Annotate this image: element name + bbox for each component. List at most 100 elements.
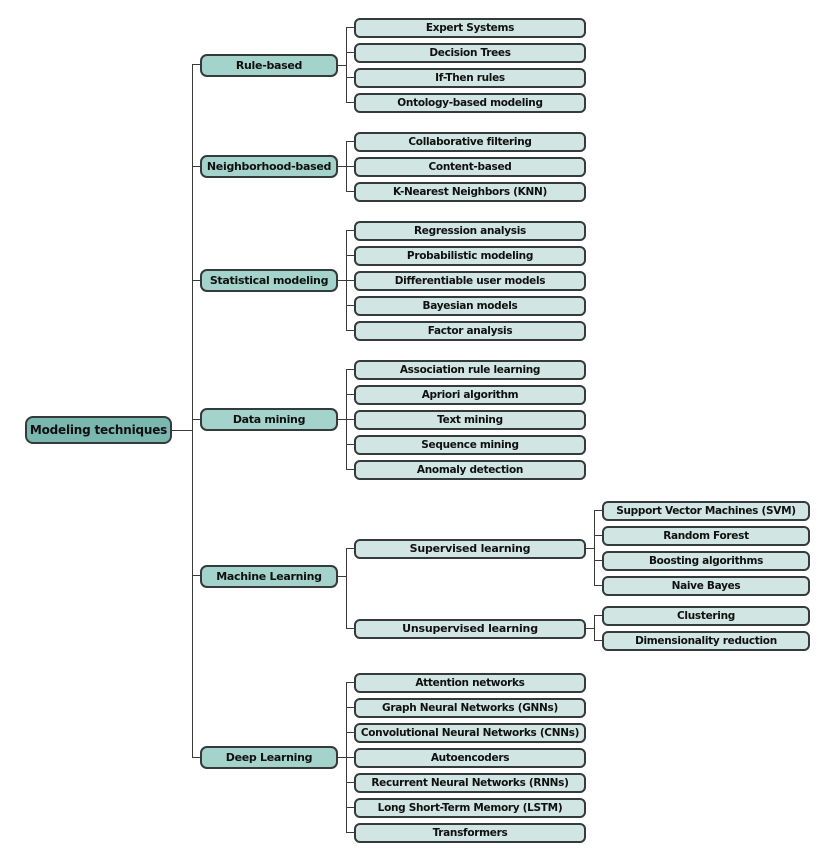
data-mining-children: Association rule learning Apriori algori… [346,357,586,482]
connector-stub [338,757,346,758]
node-clustering: Clustering [602,606,810,626]
branch-row-rule-based: Rule-based Expert Systems Decision Trees… [192,8,810,122]
leaf-row: Boosting algorithms [594,548,810,574]
connector-stub [338,166,346,167]
leaf-row: Bayesian models [346,293,586,318]
connector-stub [586,628,594,629]
node-if-then-rules: If-Then rules [354,67,586,88]
node-graph-neural-networks: Graph Neural Networks (GNNs) [354,697,586,718]
connector-stub [338,280,346,281]
node-rule-based: Rule-based [200,53,338,77]
leaf-row: Clustering [594,604,810,629]
branch-row-statistical-modeling: Statistical modeling Regression analysis… [192,211,810,350]
node-apriori-algorithm: Apriori algorithm [354,384,586,405]
node-ontology-based-modeling: Ontology-based modeling [354,92,586,113]
leaf-row: K-Nearest Neighbors (KNN) [346,179,586,204]
leaf-row: Differentiable user models [346,268,586,293]
node-deep-learning: Deep Learning [200,746,338,769]
leaf-row: Convolutional Neural Networks (CNNs) [346,720,586,745]
group-rule-based: Rule-based Expert Systems Decision Trees… [200,15,586,115]
node-dimensionality-reduction: Dimensionality reduction [602,631,810,651]
node-recurrent-neural-networks: Recurrent Neural Networks (RNNs) [354,772,586,793]
leaf-row: Anomaly detection [346,457,586,482]
leaf-row: Regression analysis [346,218,586,243]
leaf-row: Factor analysis [346,318,586,343]
root-children: Rule-based Expert Systems Decision Trees… [192,8,810,852]
node-transformers: Transformers [354,822,586,843]
group-data-mining: Data mining Association rule learning Ap… [200,357,586,482]
node-boosting-algorithms: Boosting algorithms [602,551,810,571]
subbranch-row-unsupervised-learning: Unsupervised learning Clustering Dimensi… [346,601,810,656]
branch-row-deep-learning: Deep Learning Attention networks Graph N… [192,663,810,852]
rule-based-children: Expert Systems Decision Trees If-Then ru… [346,15,586,115]
node-factor-analysis: Factor analysis [354,320,586,341]
leaf-row: Attention networks [346,670,586,695]
group-statistical-modeling: Statistical modeling Regression analysis… [200,218,586,343]
node-probabilistic-modeling: Probabilistic modeling [354,245,586,266]
node-convolutional-neural-networks: Convolutional Neural Networks (CNNs) [354,722,586,743]
unsupervised-learning-children: Clustering Dimensionality reduction [594,604,810,654]
connector-stub [338,419,346,420]
connector-stub [338,64,346,66]
node-expert-systems: Expert Systems [354,17,586,38]
leaf-row: Association rule learning [346,357,586,382]
node-sequence-mining: Sequence mining [354,434,586,455]
node-content-based: Content-based [354,156,586,177]
node-autoencoders: Autoencoders [354,747,586,768]
connector-stub [338,575,346,577]
connector-stub [586,548,594,549]
statistical-modeling-children: Regression analysis Probabilistic modeli… [346,218,586,343]
node-anomaly-detection: Anomaly detection [354,459,586,480]
neighborhood-based-children: Collaborative filtering Content-based K-… [346,129,586,204]
group-deep-learning: Deep Learning Attention networks Graph N… [200,670,586,845]
node-collaborative-filtering: Collaborative filtering [354,131,586,152]
node-supervised-learning: Supervised learning [354,538,586,559]
node-naive-bayes: Naive Bayes [602,576,810,596]
branch-row-neighborhood-based: Neighborhood-based Collaborative filteri… [192,122,810,211]
leaf-row: Naive Bayes [594,573,810,599]
node-differentiable-user-models: Differentiable user models [354,270,586,291]
leaf-row: Graph Neural Networks (GNNs) [346,695,586,720]
leaf-row: Support Vector Machines (SVM) [594,499,810,524]
node-data-mining: Data mining [200,408,338,431]
leaf-row: Apriori algorithm [346,382,586,407]
connector-root-stub [172,429,192,431]
leaf-row: Long Short-Term Memory (LSTM) [346,795,586,820]
leaf-row: Recurrent Neural Networks (RNNs) [346,770,586,795]
group-unsupervised-learning: Unsupervised learning Clustering Dimensi… [354,604,810,654]
node-random-forest: Random Forest [602,526,810,546]
leaf-row: Expert Systems [346,15,586,40]
group-machine-learning: Machine Learning Supervised learning Sup… [200,496,810,656]
group-supervised-learning: Supervised learning Support Vector Machi… [354,499,810,599]
leaf-row: Sequence mining [346,432,586,457]
branch-row-data-mining: Data mining Association rule learning Ap… [192,350,810,489]
node-bayesian-models: Bayesian models [354,295,586,316]
node-regression-analysis: Regression analysis [354,220,586,241]
branch-row-machine-learning: Machine Learning Supervised learning Sup… [192,489,810,663]
subbranch-row-supervised-learning: Supervised learning Support Vector Machi… [346,496,810,601]
node-decision-trees: Decision Trees [354,42,586,63]
node-support-vector-machines: Support Vector Machines (SVM) [602,501,810,521]
group-neighborhood-based: Neighborhood-based Collaborative filteri… [200,129,586,204]
leaf-row: Dimensionality reduction [594,628,810,654]
leaf-row: Decision Trees [346,40,586,65]
node-neighborhood-based: Neighborhood-based [200,155,338,178]
root-group: Modeling techniques Rule-based Expert Sy… [25,8,830,852]
leaf-row: Transformers [346,820,586,845]
leaf-row: If-Then rules [346,65,586,90]
supervised-learning-children: Support Vector Machines (SVM) Random For… [594,499,810,599]
node-text-mining: Text mining [354,409,586,430]
leaf-row: Autoencoders [346,745,586,770]
leaf-row: Random Forest [594,523,810,549]
leaf-row: Collaborative filtering [346,129,586,154]
node-long-short-term-memory: Long Short-Term Memory (LSTM) [354,797,586,818]
node-machine-learning: Machine Learning [200,564,338,588]
leaf-row: Text mining [346,407,586,432]
leaf-row: Content-based [346,154,586,179]
leaf-row: Probabilistic modeling [346,243,586,268]
node-modeling-techniques: Modeling techniques [25,416,172,444]
deep-learning-children: Attention networks Graph Neural Networks… [346,670,586,845]
machine-learning-children: Supervised learning Support Vector Machi… [346,496,810,656]
node-attention-networks: Attention networks [354,672,586,693]
